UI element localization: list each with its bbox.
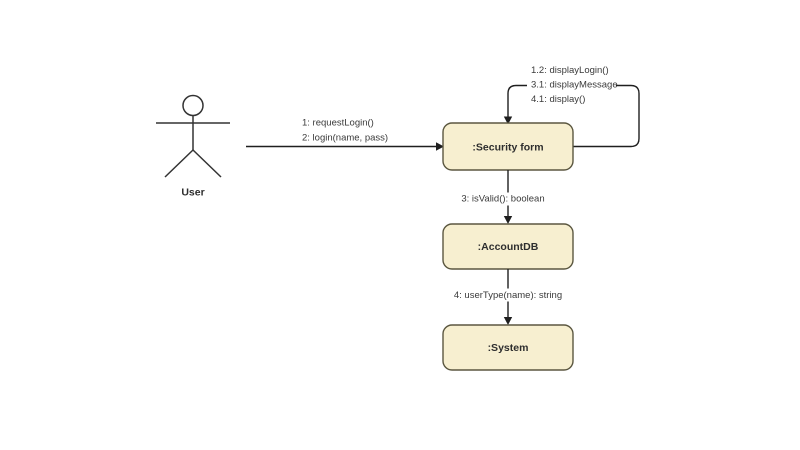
label-background (459, 192, 549, 206)
node-label: :AccountDB (478, 241, 539, 253)
node-accountdb: :AccountDB (442, 223, 574, 270)
node-security-form: :Security form (442, 122, 574, 171)
message-label-line1: 1: requestLogin() (302, 118, 374, 129)
message-label: 4: userType(name): string (454, 290, 562, 301)
message-accountdb-to-system: 4: userType(name): string (453, 269, 563, 325)
self-loop-label-line1: 1.2: displayLogin() (531, 65, 609, 76)
message-user-to-security: 1: requestLogin() 2: login(name, pass) (246, 118, 444, 151)
self-loop-label-line3: 4.1: display() (531, 94, 585, 105)
node-shape (442, 324, 574, 371)
actor-head (182, 94, 204, 117)
self-loop-line (507, 84, 640, 148)
actor-leg-right (192, 149, 222, 178)
self-loop-label-line2: 3.1: displayMessage (531, 80, 618, 91)
message-label-line2: 2: login(name, pass) (302, 133, 388, 144)
arrowhead (503, 317, 513, 325)
node-system: :System (442, 324, 574, 371)
node-label: :Security form (472, 141, 543, 153)
label-background (453, 288, 563, 302)
actor-leg-left (164, 149, 194, 178)
arrowhead (503, 216, 513, 224)
arrowhead (503, 116, 513, 125)
actor-label: User (181, 186, 204, 198)
message-label: 3: isValid(): boolean (461, 194, 544, 205)
arrowhead (436, 142, 444, 151)
node-label: :System (488, 342, 529, 354)
message-security-to-accountdb: 3: isValid(): boolean (459, 170, 549, 224)
actor-user: User (156, 94, 230, 198)
self-message-security: 1.2: displayLogin() 3.1: displayMessage … (503, 65, 640, 148)
label-background (527, 79, 616, 92)
